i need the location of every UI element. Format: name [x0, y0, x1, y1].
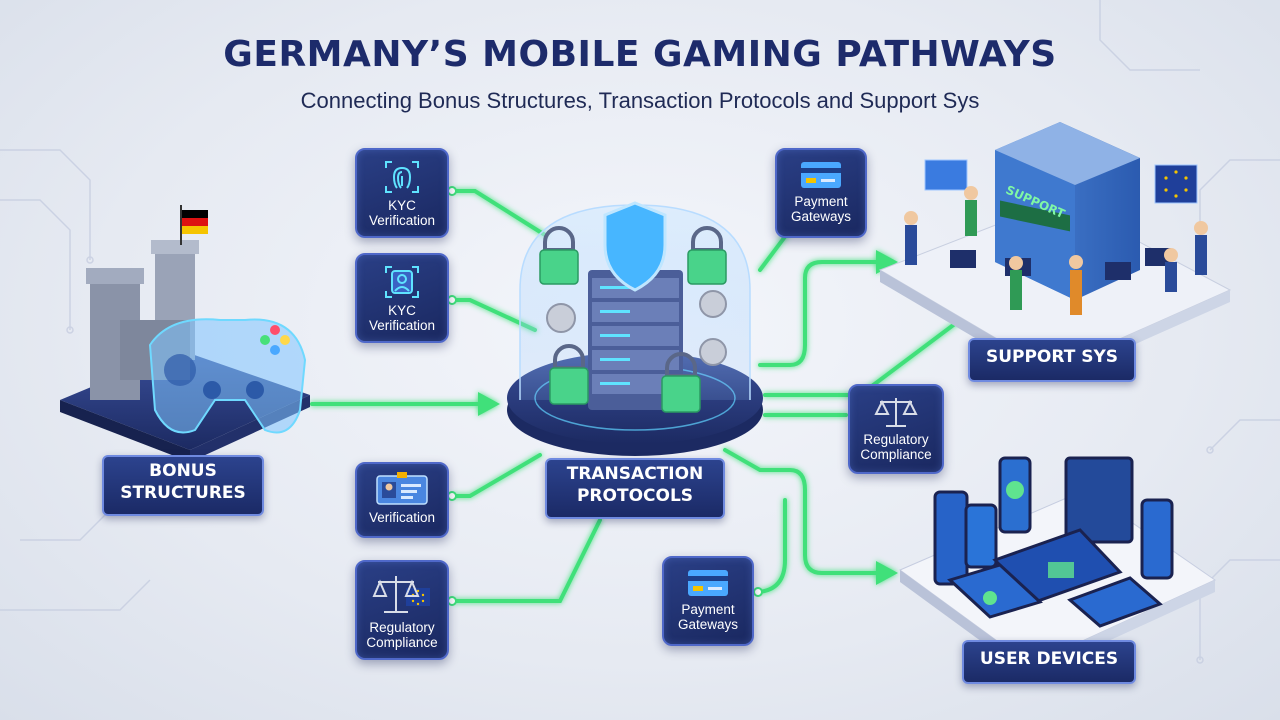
- transaction-label-line2: PROTOCOLS: [576, 486, 694, 506]
- bonus-label-line1: BONUS: [149, 461, 217, 481]
- compliance-label: Compliance: [366, 635, 438, 650]
- regulatory-label: Regulatory: [863, 432, 929, 447]
- connector-verification: [450, 453, 542, 498]
- devices-label-text: USER DEVICES: [979, 649, 1119, 669]
- regulatory-compliance-tile-left[interactable]: Regulatory Compliance: [355, 560, 449, 660]
- user-devices-label[interactable]: USER DEVICES: [962, 640, 1136, 684]
- arrowhead-devices: [876, 561, 898, 585]
- verification-tile[interactable]: Verification: [355, 462, 449, 538]
- payment-gateways-tile-top[interactable]: Payment Gateways: [775, 148, 867, 238]
- gateways-label: Gateways: [677, 617, 739, 632]
- verification-label: Verification: [368, 510, 436, 525]
- transaction-label-line1: TRANSACTION: [566, 464, 704, 484]
- verification-label: Verification: [368, 213, 436, 228]
- gateways-label: Gateways: [790, 209, 852, 224]
- support-illustration: SUPPORT: [878, 122, 1232, 382]
- verification-label: Verification: [368, 318, 436, 333]
- kyc-label: KYC: [388, 198, 416, 213]
- bonus-illustration: [60, 205, 310, 462]
- connector-kyc1: [450, 189, 547, 237]
- regulatory-compliance-tile-right[interactable]: Regulatory Compliance: [848, 384, 944, 474]
- payment-label: Payment: [681, 602, 735, 617]
- transaction-illustration: [507, 201, 763, 456]
- id-card-icon: [376, 472, 428, 505]
- connector-to-devices: [723, 448, 882, 575]
- scales-icon: [874, 398, 918, 427]
- face-scan-icon: [385, 266, 419, 298]
- kyc-verification-tile[interactable]: KYC Verification: [355, 148, 449, 238]
- regulatory-label: Regulatory: [369, 620, 435, 635]
- payment-label: Payment: [794, 194, 848, 209]
- connector-regulatory-left: [450, 518, 602, 603]
- support-label-text: SUPPORT SYS: [985, 347, 1119, 367]
- kyc-verification-tile-2[interactable]: KYC Verification: [355, 253, 449, 343]
- arrowhead-transaction: [478, 392, 500, 416]
- kyc-label: KYC: [388, 303, 416, 318]
- connectors: [310, 188, 962, 603]
- compliance-label: Compliance: [860, 447, 932, 462]
- connector-kyc2: [450, 298, 537, 332]
- bonus-label-line2: STRUCTURES: [120, 483, 246, 503]
- arrowhead-support: [876, 250, 898, 274]
- support-sys-label[interactable]: SUPPORT SYS: [968, 338, 1136, 382]
- transaction-protocols-label[interactable]: TRANSACTION PROTOCOLS: [545, 458, 725, 519]
- shield-icon: [603, 201, 667, 292]
- scales-icon: [372, 576, 430, 613]
- bonus-structures-label[interactable]: BONUS STRUCTURES: [102, 455, 264, 516]
- credit-card-icon: [801, 162, 841, 188]
- fingerprint-icon: [385, 161, 419, 193]
- credit-card-icon: [688, 570, 728, 596]
- connector-payment-bottom: [756, 498, 787, 594]
- payment-gateways-tile-bottom[interactable]: Payment Gateways: [662, 556, 754, 646]
- page-title: GERMANY’S MOBILE GAMING PATHWAYS: [223, 34, 1057, 75]
- page-subtitle: Connecting Bonus Structures, Transaction…: [300, 88, 980, 113]
- connector-to-support: [758, 260, 882, 367]
